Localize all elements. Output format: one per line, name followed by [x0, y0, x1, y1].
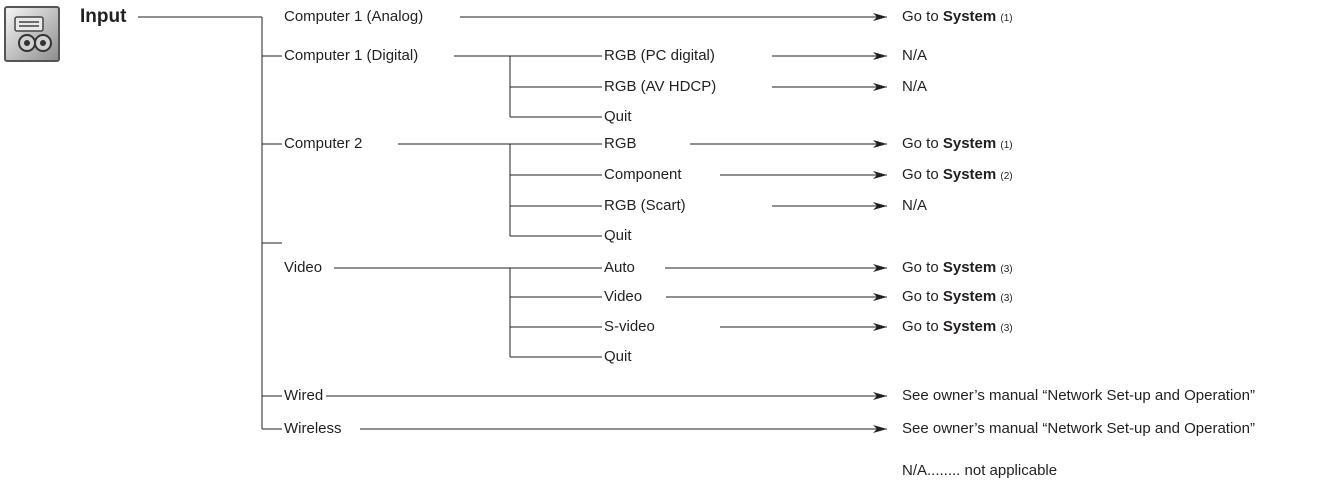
result-na: N/A [900, 78, 930, 96]
sub-quit: Quit [602, 348, 634, 366]
item-computer2: Computer 2 [282, 135, 365, 153]
sub-s-video: S-video [602, 318, 657, 336]
item-video: Video [282, 259, 325, 277]
result-go-to-system: Go to System (3) [900, 318, 1015, 338]
item-wired: Wired [282, 387, 326, 405]
item-wireless: Wireless [282, 420, 344, 438]
result-na: N/A [900, 197, 930, 215]
footnote: N/A........ not applicable [900, 462, 1060, 480]
item-computer1-analog: Computer 1 (Analog) [282, 8, 426, 26]
sub-rgb: RGB [602, 135, 639, 153]
result-go-to-system: Go to System (1) [900, 135, 1015, 155]
sub-quit: Quit [602, 227, 634, 245]
sub-video: Video [602, 288, 645, 306]
sub-rgb-av-hdcp: RGB (AV HDCP) [602, 78, 719, 96]
result-computer1-analog: Go to System (1) [900, 8, 1015, 28]
input-menu-icon [4, 6, 60, 62]
menu-title: Input [80, 6, 127, 28]
sub-auto: Auto [602, 259, 637, 277]
result-wired: See owner’s manual “Network Set-up and O… [900, 387, 1257, 405]
result-go-to-system: Go to System (3) [900, 259, 1015, 279]
sub-rgb-scart: RGB (Scart) [602, 197, 688, 215]
result-na: N/A [900, 47, 930, 65]
result-wireless: See owner’s manual “Network Set-up and O… [900, 420, 1257, 438]
result-go-to-system: Go to System (3) [900, 288, 1015, 308]
sub-component: Component [602, 166, 684, 184]
sub-quit: Quit [602, 108, 634, 126]
result-go-to-system: Go to System (2) [900, 166, 1015, 186]
item-computer1-digital: Computer 1 (Digital) [282, 47, 421, 65]
sub-rgb-pc-digital: RGB (PC digital) [602, 47, 717, 65]
